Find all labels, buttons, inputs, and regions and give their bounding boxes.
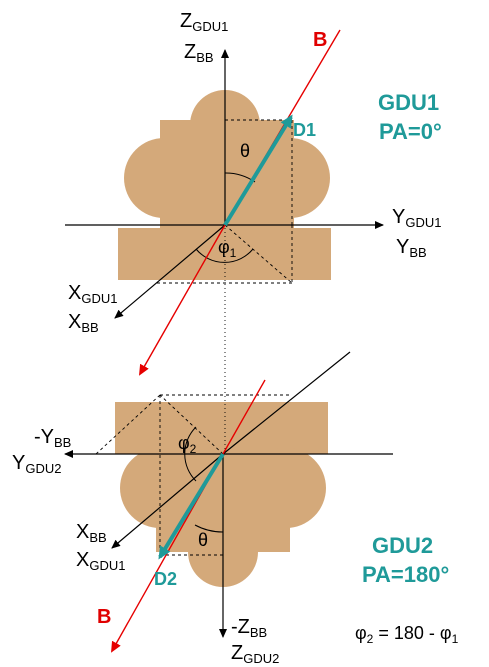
gdu1-body-base xyxy=(118,228,331,280)
gdu2-axes xyxy=(64,351,393,638)
b-field-line-bottom-upper xyxy=(222,379,266,455)
gdu1-z-alt-label: ZBB xyxy=(184,41,214,65)
gdu2-x-main-label: XBB xyxy=(76,521,107,545)
gdu2-theta-label: θ xyxy=(198,530,208,550)
gdu2-z-neg-label: -ZBB xyxy=(231,616,267,640)
gdu1-x-alt-label: XBB xyxy=(68,311,99,335)
gdu2-proj-diag1 xyxy=(159,394,224,455)
gdu1-phi-label: φ1 xyxy=(218,237,237,260)
gdu2-title: GDU2 xyxy=(372,533,433,558)
gdu1-body xyxy=(118,90,331,280)
gdu2-rotated-axis xyxy=(222,351,351,455)
gdu1-pa-label: PA=0° xyxy=(379,119,442,144)
gdu2-x-axis xyxy=(111,453,224,549)
d1-vector xyxy=(223,114,293,227)
gdu1-y-main-label: YGDU1 xyxy=(392,206,441,230)
gdu2-b-label: B xyxy=(97,606,111,628)
gdu2-proj-diag2 xyxy=(95,394,161,455)
gdu1-body-center xyxy=(160,120,294,230)
gdu1-theta-label: θ xyxy=(240,141,250,161)
gdu1-b-label: B xyxy=(313,29,327,51)
gdu1-phi-arc xyxy=(195,248,254,263)
gdu1-x-axis xyxy=(114,224,226,319)
gdu2-theta-arc xyxy=(194,524,224,533)
gdu1-z-main-label: ZGDU1 xyxy=(180,10,228,34)
gdu2-phi-arc xyxy=(184,426,197,482)
gdu1-proj-diag xyxy=(224,224,293,284)
gdu2-body-base xyxy=(115,402,328,454)
gdu2-pa-label: PA=180° xyxy=(362,562,449,587)
gdu2-phi-label: φ2 xyxy=(178,433,197,456)
gdu2-y-neg-label: -YBB xyxy=(34,426,71,450)
b-field-line-mid xyxy=(139,224,226,376)
gdu1-axes xyxy=(65,49,384,319)
gdu1-d1-label: D1 xyxy=(293,120,316,140)
gdu2-z-alt-label: ZGDU2 xyxy=(231,642,279,666)
gdu2-d2-label: D2 xyxy=(154,569,177,589)
gdu1-x-main-label: XGDU1 xyxy=(68,282,117,306)
gdu2-y-main-label: YGDU2 xyxy=(12,452,61,476)
d2-vector xyxy=(158,452,225,560)
gdu1-title: GDU1 xyxy=(378,90,439,115)
gdu2-projection-lines xyxy=(95,394,290,556)
phi-relation-formula: φ2 = 180 - φ1 xyxy=(355,623,459,646)
gdu2-x-alt-label: XGDU1 xyxy=(76,549,125,573)
gdu1-y-alt-label: YBB xyxy=(396,236,427,260)
gdu2-body xyxy=(115,402,328,587)
